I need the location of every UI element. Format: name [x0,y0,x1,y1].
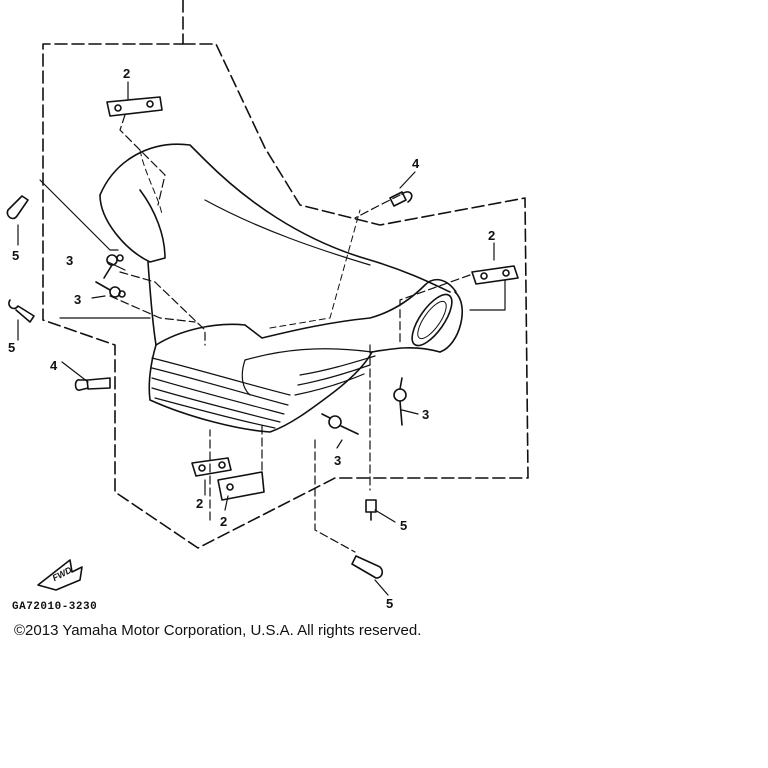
rivet-part-3 [103,254,124,279]
copyright-notice: ©2013 Yamaha Motor Corporation, U.S.A. A… [14,622,422,639]
bolt-part-4 [389,191,413,207]
callout-5: 5 [386,596,393,611]
leader-lines [109,114,471,553]
callout-4: 4 [412,156,420,171]
hood-cowl [147,209,463,433]
assembly-boundary [42,43,529,549]
rivet-part-3 [393,377,407,426]
bolt-part-4 [74,377,111,391]
bracket-part-2 [191,457,232,477]
bracket-part-2 [217,471,265,501]
forward-label: FWD [51,564,74,583]
callout-3: 3 [66,253,73,268]
callout-2: 2 [123,66,130,81]
callout-5: 5 [8,340,15,355]
callout-3: 3 [334,453,341,468]
callout-3: 3 [74,292,81,307]
callout-numbers: 2 2 2 2 3 3 3 3 4 4 5 5 5 5 [8,66,495,611]
rivet-part-3 [95,281,126,298]
windshield [99,143,451,293]
screw-part-5 [351,555,384,579]
callout-4: 4 [50,358,58,373]
callout-2: 2 [196,496,203,511]
forward-arrow-icon [37,559,83,591]
screw-part-5 [8,299,35,323]
screw-part-5 [6,195,29,220]
rivet-part-3 [321,413,359,435]
bracket-part-2 [106,96,163,117]
part-code: GA72010-3230 [12,601,98,613]
bracket-part-2 [471,265,519,285]
callout-5: 5 [400,518,407,533]
callout-lines [17,81,506,596]
callout-2: 2 [488,228,495,243]
callout-3: 3 [422,407,429,422]
screw-part-5 [365,499,377,521]
callout-5: 5 [12,248,19,263]
callout-2: 2 [220,514,227,529]
